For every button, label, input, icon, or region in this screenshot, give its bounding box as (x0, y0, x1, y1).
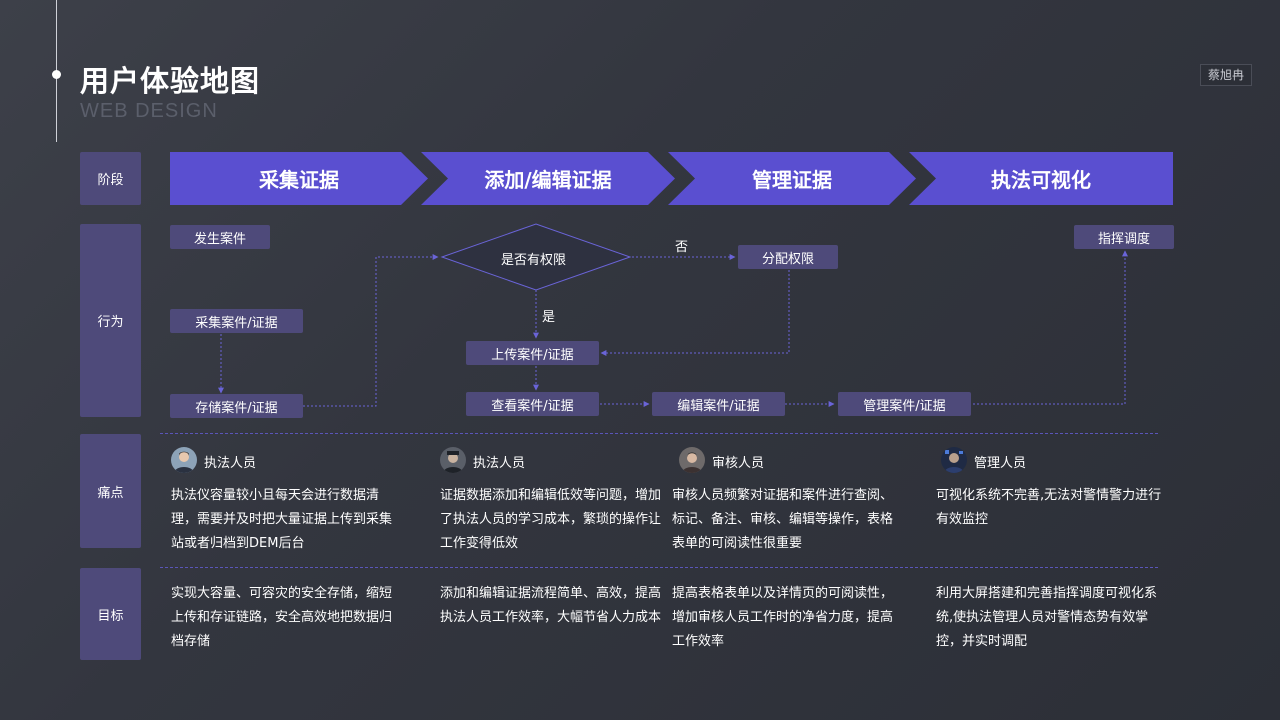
stage-label: 执法可视化 (991, 168, 1091, 192)
timeline-dot (52, 70, 61, 79)
persona-name: 执法人员 (473, 456, 526, 471)
node-edit: 编辑案件/证据 (652, 392, 785, 416)
page-subtitle: WEB DESIGN (80, 100, 218, 122)
page-title: 用户体验地图 (80, 64, 261, 98)
goal-text: 提高表格表单以及详情页的可阅读性，增加审核人员工作时的净省力度，提高工作效率 (672, 586, 894, 649)
divider (160, 567, 1158, 568)
stage-label: 添加/编辑证据 (484, 168, 612, 192)
edge-manage-dispatch (973, 250, 1128, 405)
male-portrait-icon (171, 447, 197, 473)
node-permission: 是否有权限 (501, 253, 567, 268)
manager-portrait-icon (941, 447, 967, 473)
node-upload: 上传案件/证据 (466, 341, 599, 365)
row-label-goal: 目标 (80, 568, 141, 660)
avatar (440, 447, 466, 473)
decision-diamond (440, 223, 632, 291)
persona-name: 审核人员 (712, 456, 765, 471)
label-no: 否 (675, 240, 689, 255)
stage-collect: 采集证据 (170, 152, 428, 205)
node-manage: 管理案件/证据 (838, 392, 971, 416)
goal-text: 实现大容量、可容灾的安全存储，缩短上传和存证链路，安全高效地把数据归档存储 (171, 586, 393, 649)
goal-text: 添加和编辑证据流程简单、高效，提高执法人员工作效率，大幅节省人力成本 (440, 586, 662, 625)
node-case-occur: 发生案件 (170, 225, 270, 249)
node-view: 查看案件/证据 (466, 392, 599, 416)
avatar (679, 447, 705, 473)
node-store: 存储案件/证据 (170, 394, 303, 418)
row-label-pain: 痛点 (80, 434, 141, 548)
stage-visualize: 执法可视化 (909, 152, 1173, 205)
persona-name: 执法人员 (204, 456, 257, 471)
row-label-action: 行为 (80, 224, 141, 417)
label-yes: 是 (542, 310, 556, 325)
row-label-stage: 阶段 (80, 152, 141, 205)
divider (160, 433, 1158, 434)
node-collect: 采集案件/证据 (170, 309, 303, 333)
pain-text: 可视化系统不完善,无法对警情警力进行有效监控 (936, 488, 1162, 527)
reviewer-portrait-icon (679, 447, 705, 473)
node-assign: 分配权限 (738, 245, 838, 269)
pain-text: 证据数据添加和编辑低效等问题，增加了执法人员的学习成本，繁琐的操作让工作变得低效 (440, 488, 662, 551)
node-dispatch: 指挥调度 (1074, 225, 1174, 249)
pain-text: 审核人员频繁对证据和案件进行查阅、标记、备注、审核、编辑等操作，表格表单的可阅读… (672, 488, 894, 551)
author-stamp: 蔡旭冉 (1200, 64, 1252, 86)
stage-label: 采集证据 (259, 168, 339, 192)
avatar (171, 447, 197, 473)
stage-edit: 添加/编辑证据 (421, 152, 675, 205)
goal-text: 利用大屏搭建和完善指挥调度可视化系统,使执法管理人员对警情态势有效掌控，并实时调… (936, 586, 1158, 649)
avatar (941, 447, 967, 473)
persona-name: 管理人员 (974, 456, 1027, 471)
officer-portrait-icon (440, 447, 466, 473)
edge-assign-upload (600, 270, 790, 356)
edge-store-permission (303, 254, 439, 407)
pain-text: 执法仪容量较小且每天会进行数据清理，需要并及时把大量证据上传到采集站或者归档到D… (171, 488, 393, 551)
stage-label: 管理证据 (752, 168, 832, 192)
stage-manage: 管理证据 (668, 152, 916, 205)
